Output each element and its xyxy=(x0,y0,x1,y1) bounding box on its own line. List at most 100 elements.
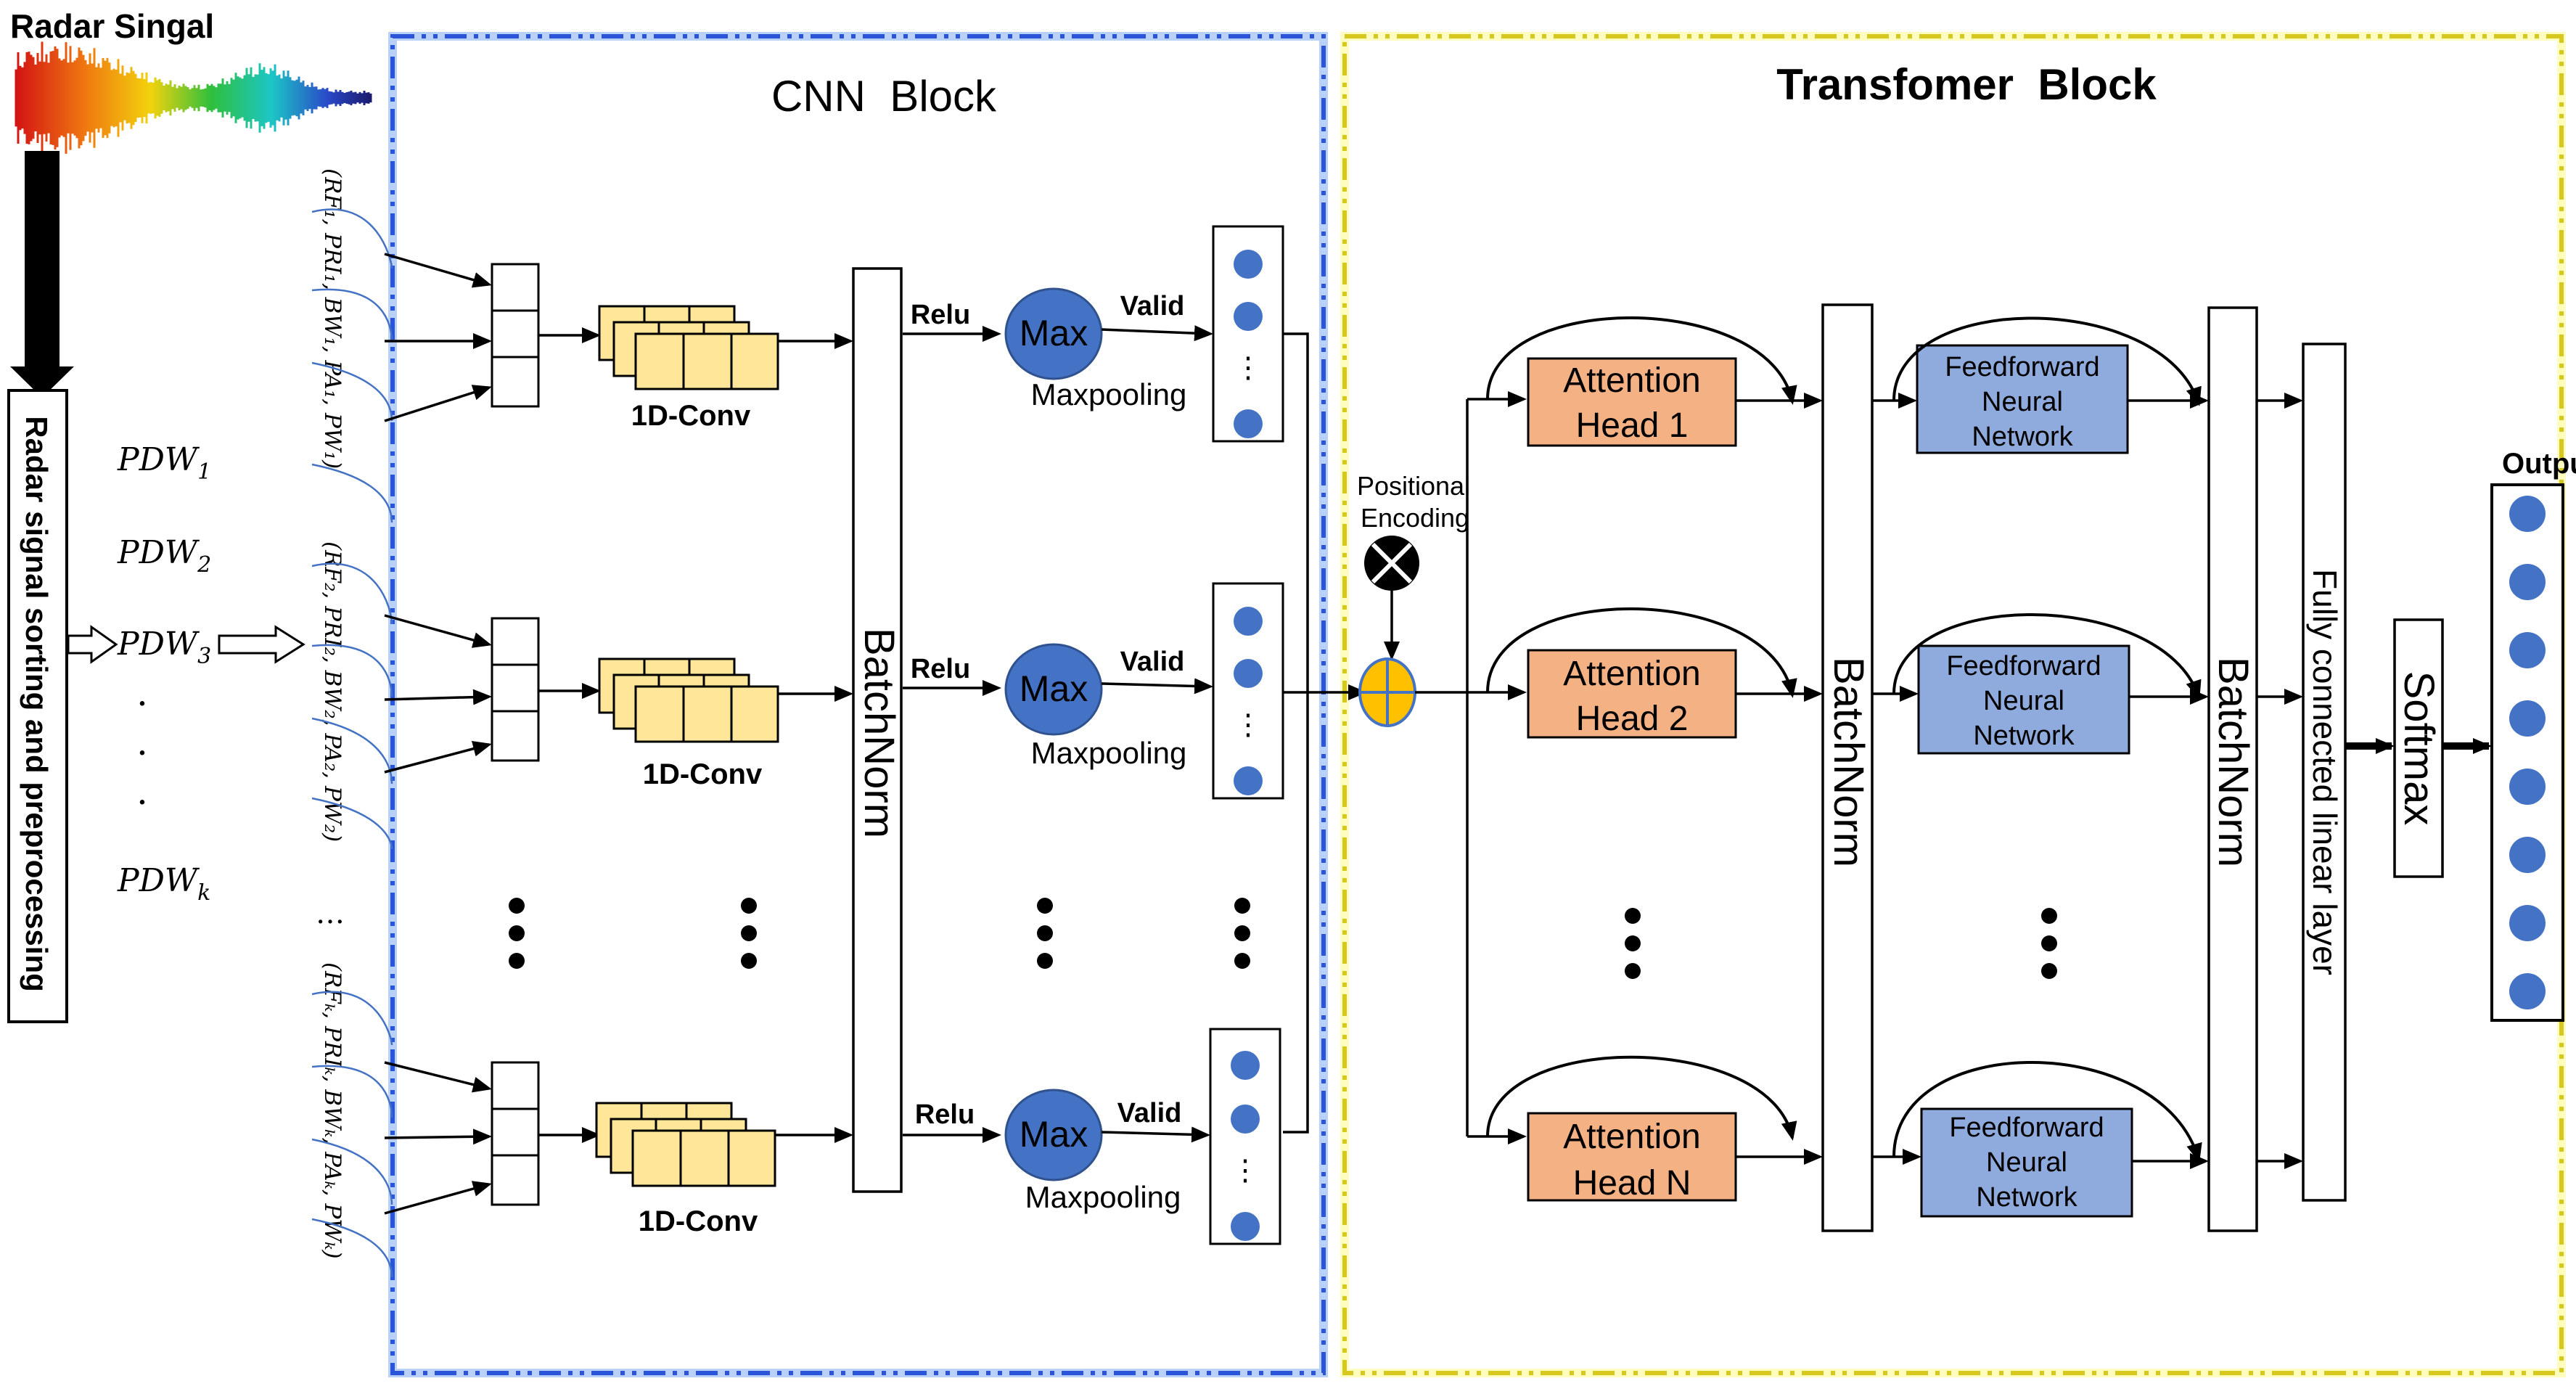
waveform-trace xyxy=(15,41,372,155)
svg-text:Attention: Attention xyxy=(1563,1118,1700,1156)
svg-text:Neural: Neural xyxy=(1986,1147,2067,1178)
pdw-k: PDWk xyxy=(117,862,210,906)
valid-label-2: Valid xyxy=(1120,647,1185,677)
svg-text:Attention: Attention xyxy=(1563,655,1700,693)
input-vector-k: (RFₖ, PRIₖ, BWₖ, PAₖ, PWₖ) xyxy=(319,962,345,1259)
maxpool-label-2: Maxpooling xyxy=(1031,736,1187,770)
svg-text:⋮: ⋮ xyxy=(1231,1155,1260,1187)
transformer-block-title: Transfomer Block xyxy=(1776,60,2157,109)
residual-arc-ffn-1 xyxy=(1892,316,2202,406)
ffn-1: Feedforward Neural Network xyxy=(1916,344,2129,454)
cnn-batchnorm-label: BatchNorm xyxy=(856,628,903,838)
svg-text:Head N: Head N xyxy=(1573,1164,1691,1202)
input-vector-box-1 xyxy=(491,263,540,408)
residual-arc-ffn-2 xyxy=(1892,613,2202,700)
svg-text:Feedforward: Feedforward xyxy=(1945,352,2099,382)
pdw-3: PDW3 xyxy=(117,626,211,669)
radar-signal-title: Radar Singal xyxy=(10,7,214,45)
attention-head-n: Attention Head N xyxy=(1527,1112,1737,1202)
transformer-batchnorm-2-label: BatchNorm xyxy=(2210,657,2257,867)
output-node xyxy=(2509,632,2546,668)
attention-head-2: Attention Head 2 xyxy=(1527,649,1737,739)
relu-label-2: Relu xyxy=(911,654,970,684)
svg-text:Network: Network xyxy=(1976,1182,2077,1213)
conv-stack-1 xyxy=(598,305,779,390)
maxpool-label-1: Maxpooling xyxy=(1031,377,1187,411)
output-nodes xyxy=(2509,496,2546,1009)
hollow-arrow-to-pdw xyxy=(67,625,118,664)
relu-label-1: Relu xyxy=(911,300,970,330)
connector-curves xyxy=(311,208,393,1278)
output-node xyxy=(2509,837,2546,873)
softmax-label: Softmax xyxy=(2395,671,2442,826)
attention-head-1: Attention Head 1 xyxy=(1527,357,1737,447)
maxpool-label-k: Maxpooling xyxy=(1025,1180,1181,1214)
residual-arc-attn-1 xyxy=(1486,316,1797,405)
input-ellipsis: … xyxy=(316,897,345,930)
svg-text:Feedforward: Feedforward xyxy=(1946,651,2101,681)
max-node-k xyxy=(1004,1089,1103,1181)
transformer-batchnorm-2-bar xyxy=(2207,306,2258,1232)
input-vector-1: (RF₁, PRI₁, BW₁, PA₁, PW₁) xyxy=(319,168,345,469)
input-vector-box-k xyxy=(491,1061,540,1206)
output-node xyxy=(2509,769,2546,805)
output-node xyxy=(2509,564,2546,600)
preprocess-box xyxy=(7,389,68,1023)
svg-text:Head 1: Head 1 xyxy=(1576,406,1689,445)
max-label-2: Max xyxy=(1020,668,1088,709)
conv-label-k: 1D-Conv xyxy=(639,1205,758,1237)
cnn-row-k: 1D-Conv Relu Max Maxpooling Valid ⋮ xyxy=(384,1028,1281,1245)
fully-connected-bar xyxy=(2302,343,2347,1202)
ffn-n: Feedforward Neural Network xyxy=(1920,1107,2133,1218)
preprocess-label: Radar signal sorting and preprocessing xyxy=(20,416,54,992)
transformer-batchnorm-1-label: BatchNorm xyxy=(1825,657,1872,867)
signal-down-arrow-head xyxy=(10,366,74,398)
relu-label-k: Relu xyxy=(915,1099,975,1130)
valid-label-1: Valid xyxy=(1120,291,1185,321)
max-node-1 xyxy=(1004,287,1103,380)
conv-stack-k xyxy=(595,1102,776,1187)
pdw-dot-2: . xyxy=(136,721,148,763)
radar-signal-waveform xyxy=(15,41,372,155)
svg-text:⋮: ⋮ xyxy=(1234,709,1263,741)
output-node xyxy=(2509,700,2546,737)
pdw-1: PDW1 xyxy=(117,441,211,485)
input-vector-2: (RF₂, PRI₂, BW₂, PA₂, PW₂) xyxy=(319,541,345,842)
residual-arc-ffn-n xyxy=(1892,1061,2202,1163)
conv-stack-2 xyxy=(598,657,779,743)
cnn-merge-line xyxy=(1283,332,1309,1134)
max-label-1: Max xyxy=(1020,313,1088,353)
attention-ellipsis xyxy=(1625,908,1641,979)
adder-node xyxy=(1358,657,1416,727)
positional-encoding-node xyxy=(1364,536,1419,591)
svg-text:Network: Network xyxy=(1972,422,2073,452)
conv-label-1: 1D-Conv xyxy=(631,400,751,432)
cnn-row-2: 1D-Conv Relu Max Maxpooling Valid ⋮ xyxy=(384,582,1284,800)
cnn-row-ellipsis xyxy=(509,898,1250,969)
softmax-bar xyxy=(2393,618,2444,878)
fully-connected-label: Fully connected linear layer xyxy=(2306,569,2344,975)
output-label: Output xyxy=(2502,448,2576,480)
cnn-batchnorm-bar xyxy=(852,267,903,1193)
ffn-ellipsis xyxy=(2041,908,2057,979)
svg-text:⋮: ⋮ xyxy=(1234,352,1263,384)
signal-down-arrow-shaft xyxy=(25,151,60,369)
pdw-dot-1: . xyxy=(136,672,148,714)
svg-text:Feedforward: Feedforward xyxy=(1949,1113,2104,1143)
positional-label-2: Encoding xyxy=(1361,503,1469,533)
pdw-2: PDW2 xyxy=(117,534,211,578)
max-node-2 xyxy=(1004,643,1103,736)
svg-text:Neural: Neural xyxy=(1982,387,2063,417)
svg-text:Head 2: Head 2 xyxy=(1576,700,1689,738)
conv-label-2: 1D-Conv xyxy=(643,758,763,790)
svg-text:Neural: Neural xyxy=(1983,686,2064,716)
svg-text:Attention: Attention xyxy=(1563,361,1700,400)
positional-label-1: Positional xyxy=(1357,471,1470,501)
output-node xyxy=(2509,905,2546,941)
max-label-k: Max xyxy=(1020,1114,1088,1155)
input-vector-box-2 xyxy=(491,617,540,762)
residual-arc-attn-n xyxy=(1486,1055,1797,1141)
cnn-block-frame xyxy=(390,34,1326,1375)
output-node xyxy=(2509,496,2546,532)
